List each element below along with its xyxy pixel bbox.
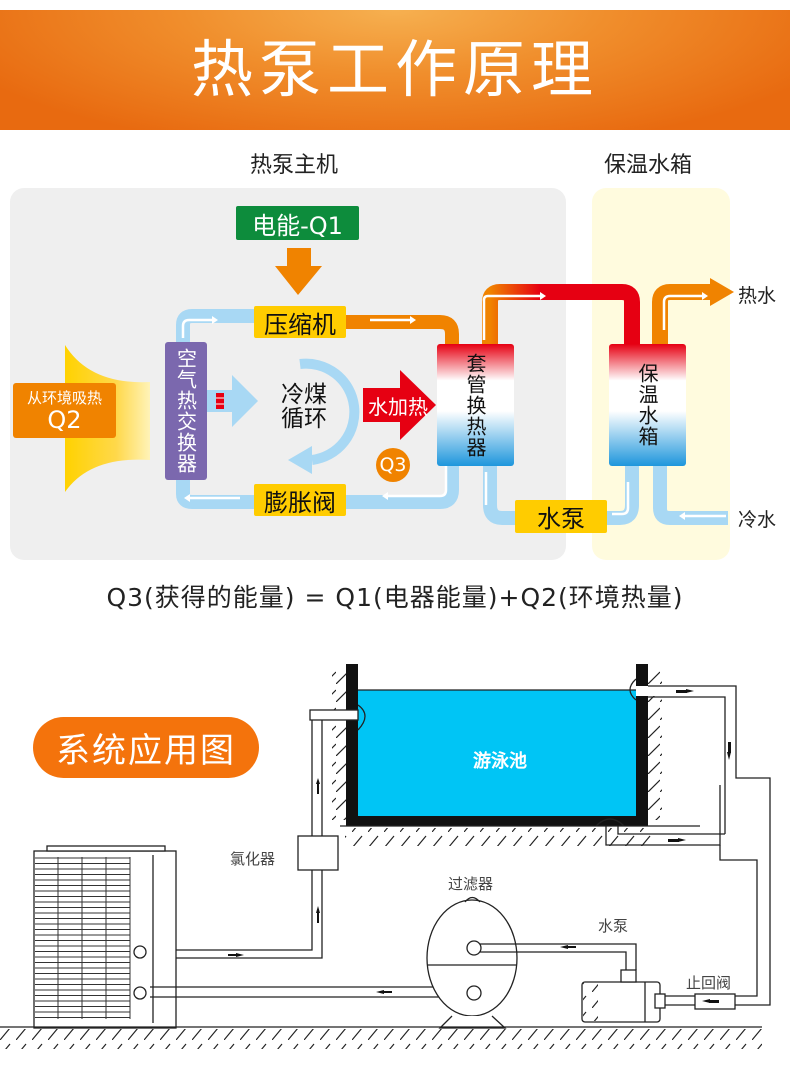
- check-valve-label: 止回阀: [686, 974, 732, 992]
- tube-heat-exchanger-box: [437, 344, 514, 466]
- expansion-valve-label: 膨胀阀: [254, 484, 346, 517]
- host-section-label: 热泵主机: [250, 153, 339, 178]
- cold-water-label: 冷水: [738, 509, 777, 531]
- pool-label: 游泳池: [473, 751, 527, 772]
- cold-water-inlet-pipe: [653, 465, 728, 525]
- pool-floor: [346, 816, 648, 826]
- page-title: 热泵工作原理: [190, 33, 599, 106]
- pool-wall-right: [636, 664, 648, 826]
- title-banner: 热泵工作原理: [0, 10, 790, 130]
- refrigerant-pipe-hot: [340, 315, 459, 345]
- q3-badge: Q3: [379, 454, 407, 476]
- refrigerant-cycle-arc: [299, 358, 360, 465]
- principle-diagram: [10, 188, 734, 560]
- electric-energy-label: 电能-Q1: [236, 206, 359, 240]
- air-heat-exchanger-label: 空气热交换器: [165, 342, 207, 480]
- q2-label: Q2: [47, 406, 82, 434]
- pool-wall-left: [346, 664, 358, 826]
- hot-water-pipe: [482, 284, 640, 345]
- refrigerant-cycle-label: 冷煤 循环: [272, 383, 336, 431]
- water-pump-label: 水泵: [515, 500, 607, 533]
- filter-label: 过滤器: [448, 875, 494, 893]
- refrigerant-cycle-line2: 循环: [281, 406, 327, 432]
- chlorinator-label: 氯化器: [230, 850, 276, 868]
- heat-arrow-blue: [232, 375, 258, 427]
- q3-badge-circle: [376, 448, 410, 482]
- water-heating-arrow: [400, 370, 436, 440]
- energy-formula: Q3(获得的能量) = Q1(电器能量)+Q2(环境热量): [106, 583, 684, 612]
- tank-section-label: 保温水箱: [604, 153, 693, 178]
- chlorinator-box: [297, 835, 339, 871]
- host-background: [10, 188, 566, 560]
- tube-heat-exchanger-label: 套管换热器: [463, 352, 487, 458]
- system-application-title: 系统应用图: [33, 717, 259, 778]
- hot-water-outlet-pipe: [652, 284, 712, 345]
- cold-water-pipe-pump: [483, 465, 520, 525]
- insulated-tank-label: 保温水箱: [635, 363, 659, 447]
- refrigerant-cycle-line1: 冷煤: [281, 382, 327, 408]
- ambient-heat-label: 从环境吸热: [26, 389, 102, 407]
- pool-water: [358, 690, 636, 816]
- water-heating-label: 水加热: [368, 394, 428, 419]
- energy-arrow: [275, 266, 322, 295]
- pump-label: 水泵: [598, 917, 629, 935]
- compressor-label: 压缩机: [254, 306, 346, 339]
- insulated-tank-box: [609, 344, 686, 466]
- ambient-heat-box: 从环境吸热 Q2: [13, 383, 116, 438]
- heat-pump-unit: [33, 850, 177, 1029]
- hot-water-label: 热水: [738, 285, 777, 307]
